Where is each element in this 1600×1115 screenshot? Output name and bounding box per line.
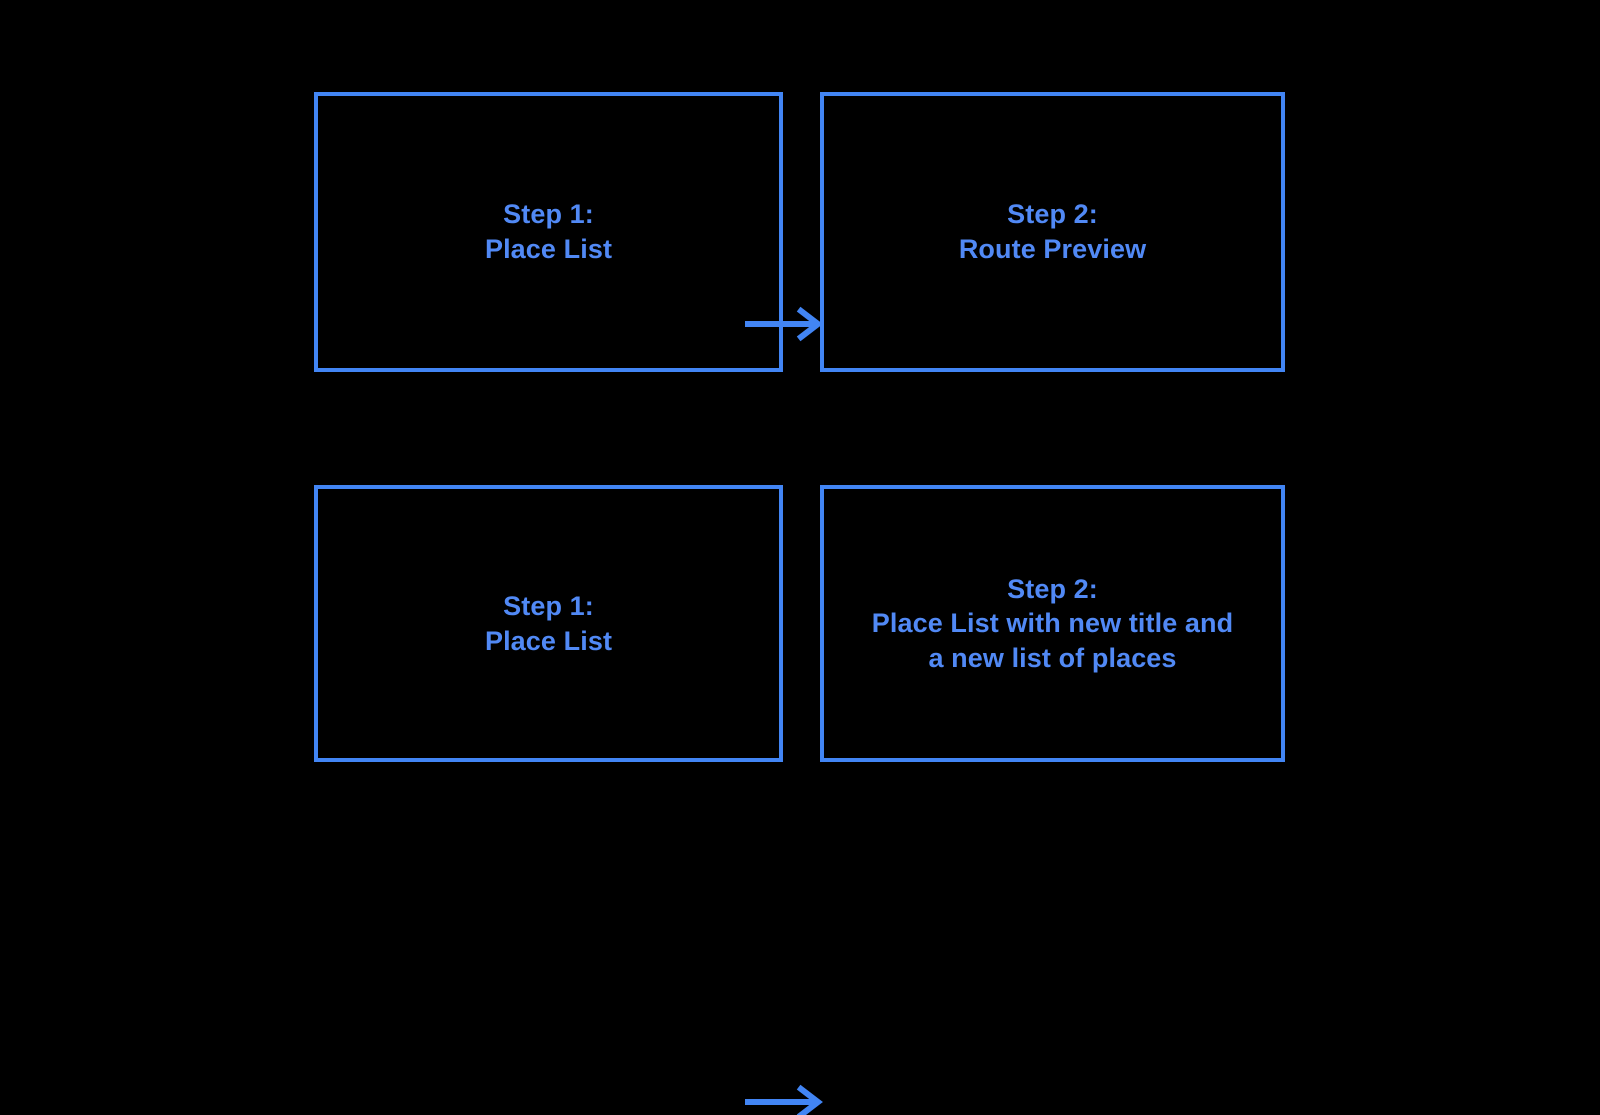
arrow-right-icon-top	[743, 306, 823, 342]
step-box-2-new-place-list[interactable]: Step 2: Place List with new title and a …	[820, 485, 1285, 762]
step-box-label: Step 1: Place List	[484, 590, 613, 656]
diagram-canvas: Step 1: Place List Step 2: Route Preview…	[0, 92, 1600, 1115]
step-box-label: Step 1: Place List	[484, 199, 613, 264]
step-box-label: Step 2: Place List with new title and a …	[871, 573, 1234, 673]
step-box-1-place-list-bottom[interactable]: Step 1: Place List	[314, 485, 783, 762]
flow-row-route-preview: Step 1: Place List Step 2: Route Preview	[0, 92, 1600, 372]
flow-row-new-place-list: Step 1: Place List Step 2: Place List wi…	[0, 485, 1600, 1115]
arrow-right-icon-bottom	[743, 1084, 823, 1115]
step-box-label: Step 2: Route Preview	[958, 199, 1147, 264]
step-box-1-place-list-top[interactable]: Step 1: Place List	[314, 92, 783, 372]
step-box-2-route-preview[interactable]: Step 2: Route Preview	[820, 92, 1285, 372]
